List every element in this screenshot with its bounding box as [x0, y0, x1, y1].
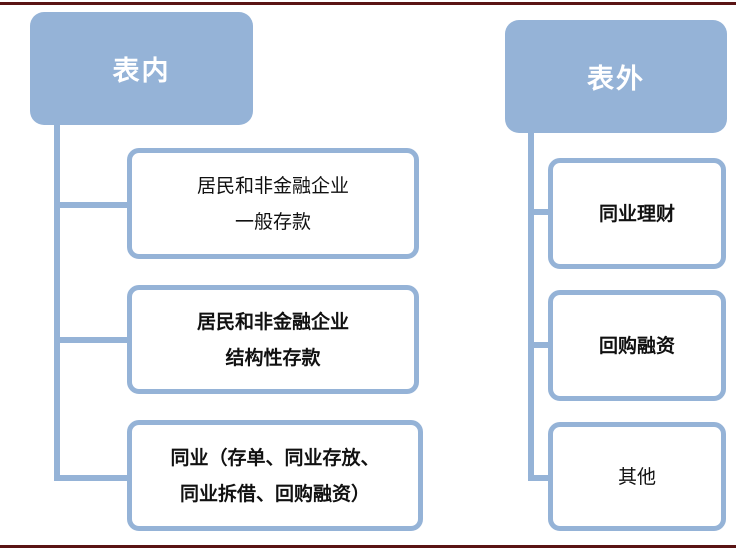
item-line: 同业理财	[598, 202, 675, 225]
item-line: 结构性存款	[225, 346, 321, 369]
bottom-rule	[0, 545, 736, 548]
item-line: 同业拆借、回购融资）	[179, 482, 370, 505]
off-balance-item-other: 其他	[548, 422, 726, 531]
item-line: 回购融资	[598, 334, 675, 357]
item-line: 同业（存单、同业存放、	[170, 446, 380, 469]
off-balance-trunk	[528, 128, 534, 481]
on-balance-item-interbank: 同业（存单、同业存放、同业拆借、回购融资）	[127, 420, 423, 531]
item-line: 居民和非金融企业	[196, 310, 349, 333]
off-balance-item-repo: 回购融资	[548, 290, 726, 401]
connector	[54, 202, 130, 208]
on-balance-item-general-deposits: 居民和非金融企业一般存款	[127, 148, 419, 259]
on-balance-header: 表内	[30, 12, 253, 125]
connector	[528, 209, 552, 215]
on-balance-item-structured-deposits: 居民和非金融企业结构性存款	[127, 285, 419, 394]
connector	[528, 342, 552, 348]
on-balance-trunk	[54, 120, 60, 481]
item-line: 其他	[617, 465, 656, 488]
off-balance-header: 表外	[505, 20, 727, 133]
item-line: 一般存款	[234, 210, 311, 233]
connector	[528, 475, 552, 481]
item-line: 居民和非金融企业	[196, 174, 349, 197]
off-balance-item-wealth-mgmt: 同业理财	[548, 158, 726, 269]
connector	[54, 475, 130, 481]
top-rule	[0, 2, 736, 5]
connector	[54, 337, 130, 343]
